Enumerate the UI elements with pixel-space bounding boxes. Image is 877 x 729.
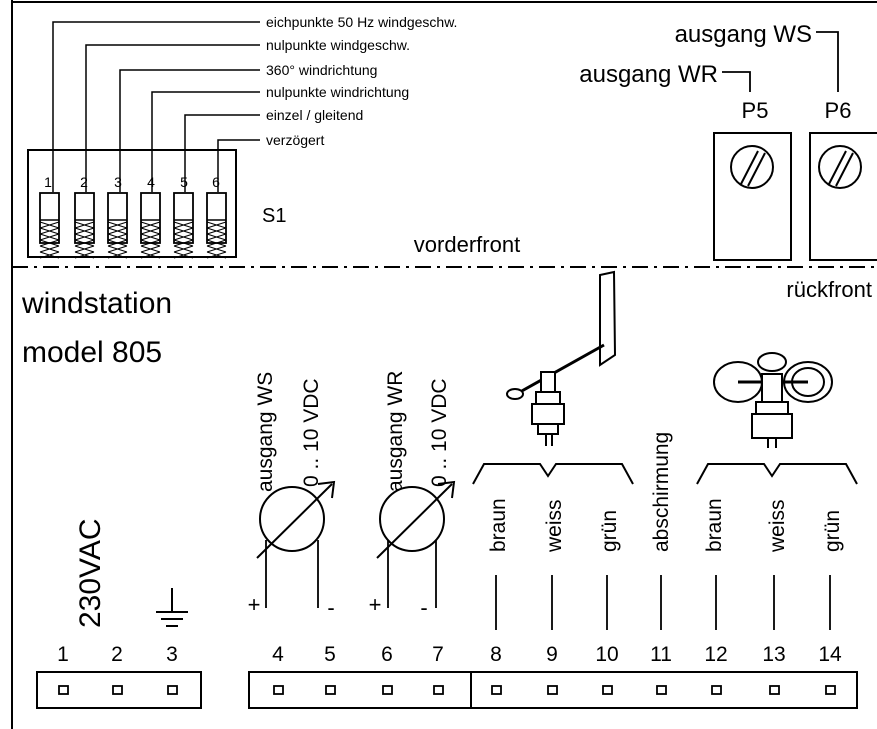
wire-label-abschirmung: abschirmung [650,432,673,552]
terminal-screw [602,685,613,695]
dip-number: 2 [80,174,88,190]
potentiometers: ausgang WS ausgang WR P5 P6 [579,21,877,261]
dip-levers [39,192,227,259]
output-ws: ausgang WS 0 .. 10 VDC + - [248,372,336,620]
terminal-number: 9 [546,643,558,666]
wr-plus: + [369,592,382,617]
dip-function-label: nulpunkte windrichtung [266,84,409,100]
wr-meter-icon [379,486,445,552]
terminal-screw [433,685,444,695]
ws-output-label: ausgang WS [254,372,277,492]
terminal-number: 13 [762,643,785,666]
dip-lever [206,192,227,259]
terminal-number: 1 [57,643,69,666]
terminal-screw [547,685,558,695]
dip-lever [107,192,128,259]
dip-number: 5 [180,174,188,190]
terminal-screw [58,685,69,695]
terminal-screw [825,685,836,695]
anemometer-icon [713,352,833,448]
terminal-screw [273,685,284,695]
ws-plus: + [248,592,261,617]
p6-label: P6 [825,98,852,123]
title-line1: windstation [21,287,172,320]
wire-label-gruen: grün [821,510,844,552]
wire-label-gruen: grün [598,510,621,552]
terminal-numbers: 1 2 3 4 5 6 7 8 9 10 11 12 13 14 [57,643,842,666]
pot-ws-label: ausgang WS [675,21,812,48]
terminal-number: 7 [432,643,444,666]
pot-wr-label: ausgang WR [579,61,718,88]
anemometer-cable-bracket [696,463,858,485]
dip-function-label: 360° windrichtung [266,62,377,78]
terminal-screw [112,685,123,695]
terminal-number: 12 [704,643,727,666]
ws-meter-icon [259,486,325,552]
terminal-number: 10 [595,643,618,666]
terminal-screw [167,685,178,695]
p5-knob [730,145,774,189]
terminal-number: 4 [272,643,284,666]
wr-range-label: 0 .. 10 VDC [428,378,451,487]
terminal-screw [656,685,667,695]
wire-label-weiss: weiss [543,499,566,553]
wire-labels: braun weiss grün abschirmung braun weiss… [487,432,844,553]
rueckfront-label: rückfront [786,277,872,302]
wire-leads [495,575,831,630]
s1-label: S1 [262,205,286,227]
dip-lever [74,192,95,259]
dip-function-label: eichpunkte 50 Hz windgeschw. [266,14,457,30]
ws-minus: - [327,595,334,620]
power-label: 230VAC [74,518,107,628]
wr-output-label: ausgang WR [384,371,407,492]
dip-function-label: nulpunkte windgeschw. [266,37,410,53]
dip-number: 4 [147,174,155,190]
dip-callout-lines [52,21,260,192]
terminal-number: 6 [381,643,393,666]
p6-knob [818,145,862,189]
dip-switch-numbers: 1 2 3 4 5 6 [44,174,220,190]
terminal-screw [711,685,722,695]
dip-lever [173,192,194,259]
wire-label-weiss: weiss [766,499,789,553]
vane-cable-bracket [472,463,634,485]
wind-vane-icon [506,270,617,446]
dip-switch-housing [27,149,237,258]
ground-symbol [156,588,188,627]
terminal-number: 2 [111,643,123,666]
wire-label-braun: braun [487,498,510,552]
dip-number: 1 [44,174,52,190]
dip-switch-s1: 1 2 3 4 5 6 S1 [27,149,286,259]
vorderfront-label: vorderfront [414,232,520,257]
dip-function-label: verzögert [266,132,324,148]
terminal-number: 8 [490,643,502,666]
terminal-number: 5 [324,643,336,666]
terminal-screw [769,685,780,695]
wire-label-braun: braun [703,498,726,552]
wr-minus: - [420,595,427,620]
dip-function-label: einzel / gleitend [266,107,363,123]
dip-number: 6 [212,174,220,190]
ws-range-label: 0 .. 10 VDC [300,378,323,487]
terminal-number: 3 [166,643,178,666]
title-line2: model 805 [22,336,162,369]
terminal-screw [491,685,502,695]
dip-number: 3 [114,174,122,190]
p5-label: P5 [742,98,769,123]
terminal-screw [382,685,393,695]
output-wr: ausgang WR 0 .. 10 VDC + - [369,371,456,620]
terminal-number: 14 [818,643,842,666]
terminal-screw [325,685,336,695]
dip-lever [39,192,60,259]
dip-lever [140,192,161,259]
dip-function-labels: eichpunkte 50 Hz windgeschw. nulpunkte w… [266,14,457,148]
terminal-screws [58,685,836,695]
terminal-number: 11 [650,643,672,666]
